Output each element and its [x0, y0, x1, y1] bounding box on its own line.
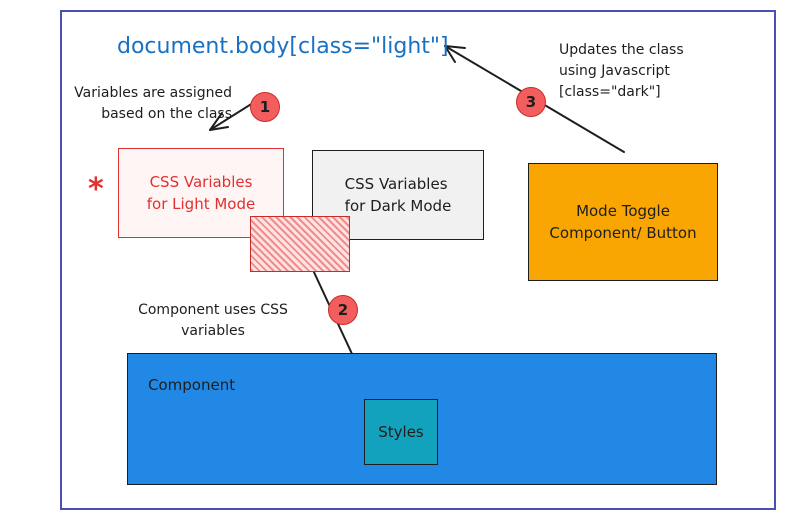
badge-3: 3 [516, 87, 546, 117]
note-component-uses-line-1: Component uses CSS [138, 302, 288, 318]
overlap-hatch [250, 216, 350, 272]
outer-frame [60, 10, 776, 510]
note-variables-assigned: Variables are assigned based on the clas… [10, 83, 232, 125]
toggle-box-line-1: Mode Toggle [576, 202, 670, 220]
dark-box-line-1: CSS Variables [344, 175, 448, 193]
badge-2: 2 [328, 295, 358, 325]
note-component-uses-line-2: variables [181, 323, 245, 339]
arrow-1-head [209, 112, 229, 131]
asterisk-marker: * [88, 172, 104, 207]
styles-label: Styles [378, 423, 424, 441]
badge-1: 1 [250, 92, 280, 122]
arrow-3-head [444, 45, 466, 63]
note-updates-line-3: [class="dark"] [559, 84, 661, 100]
toggle-box-line-2: Component/ Button [549, 224, 697, 242]
note-variables-assigned-line-2: based on the class [101, 106, 232, 122]
note-updates-line-2: using Javascript [559, 63, 670, 79]
mode-toggle-box: Mode Toggle Component/ Button [528, 163, 718, 281]
component-label: Component [148, 376, 236, 394]
note-variables-assigned-line-1: Variables are assigned [74, 85, 232, 101]
note-component-uses: Component uses CSS variables [118, 300, 308, 342]
styles-box: Styles [364, 399, 438, 465]
code-label: document.body[class="light"] [117, 34, 449, 59]
note-updates-line-1: Updates the class [559, 42, 684, 58]
dark-box-line-2: for Dark Mode [344, 197, 452, 215]
light-box-line-2: for Light Mode [146, 195, 256, 213]
note-updates-class: Updates the class using Javascript [clas… [559, 40, 684, 103]
light-box-line-1: CSS Variables [149, 173, 253, 191]
